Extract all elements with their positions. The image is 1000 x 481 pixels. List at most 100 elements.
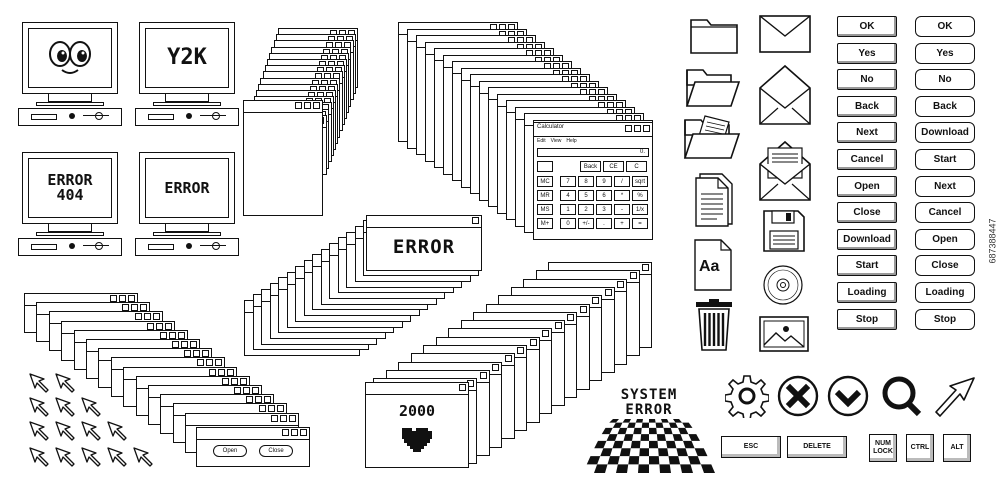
- calculator-key[interactable]: +/-: [578, 218, 594, 229]
- yes-button[interactable]: Yes: [837, 42, 897, 64]
- cursor-arrow-icon: [29, 373, 49, 393]
- close-icon[interactable]: [300, 429, 307, 436]
- checker-tile: [607, 456, 620, 465]
- mail-closed-icon: [759, 15, 811, 53]
- open-button[interactable]: Open: [213, 445, 247, 457]
- start-button[interactable]: Start: [837, 255, 897, 277]
- checker-tile: [627, 422, 636, 428]
- cancel-button[interactable]: Cancel: [915, 202, 975, 224]
- error-window: ERROR: [366, 215, 482, 271]
- checker-tile: [680, 464, 693, 473]
- calculator-key[interactable]: MC: [537, 176, 553, 187]
- checker-tile: [609, 419, 619, 423]
- download-button[interactable]: Download: [837, 228, 897, 250]
- loading-button[interactable]: Loading: [915, 282, 975, 303]
- stop-button[interactable]: Stop: [915, 308, 975, 330]
- calculator-key[interactable]: -: [614, 204, 630, 215]
- monitor-screen-text: ERROR 404: [47, 171, 93, 204]
- checker-tile: [635, 419, 643, 423]
- cancel-button[interactable]: Cancel: [837, 149, 897, 170]
- calculator-menu-item[interactable]: View: [550, 138, 562, 144]
- calculator-key[interactable]: CE: [603, 161, 624, 172]
- open-button[interactable]: Open: [837, 175, 897, 197]
- close-button[interactable]: Close: [837, 202, 897, 224]
- calculator-key[interactable]: MS: [537, 204, 553, 215]
- calculator-key[interactable]: Back: [580, 161, 601, 172]
- calculator-key[interactable]: 4: [560, 190, 576, 201]
- checker-tile: [678, 427, 689, 435]
- cursor-arrow-icon: [55, 421, 75, 441]
- calculator-key[interactable]: 1: [560, 204, 576, 215]
- cursor-arrow-icon: [81, 397, 101, 417]
- checker-tile: [700, 464, 715, 473]
- trash-icon: [696, 299, 732, 351]
- image-picture-icon: [759, 316, 809, 352]
- cursor-arrow-icon: [55, 397, 75, 417]
- no-button[interactable]: No: [837, 69, 897, 91]
- back-button[interactable]: Back: [915, 95, 975, 117]
- close-icon[interactable]: [459, 384, 466, 391]
- ok-button[interactable]: OK: [837, 16, 897, 37]
- yes-button[interactable]: Yes: [915, 42, 975, 64]
- close-button[interactable]: Close: [915, 255, 975, 277]
- error-window-text: ERROR: [392, 236, 456, 258]
- next-button[interactable]: Next: [915, 175, 975, 197]
- calculator-key[interactable]: 5: [578, 190, 594, 201]
- calculator-key[interactable]: .: [596, 218, 612, 229]
- loading-button[interactable]: Loading: [837, 282, 897, 303]
- open-button[interactable]: Open: [915, 228, 975, 250]
- calculator-key[interactable]: 2: [578, 204, 594, 215]
- checker-tile: [694, 448, 708, 457]
- checker-tile: [672, 434, 683, 441]
- cursor-arrow-icon: [133, 447, 153, 467]
- calculator-key[interactable]: *: [614, 190, 630, 201]
- year-2000-text: 2000: [398, 402, 436, 420]
- search-magnifier-icon[interactable]: [880, 374, 924, 420]
- checker-tile: [617, 427, 628, 435]
- download-button[interactable]: Download: [915, 122, 975, 144]
- next-button[interactable]: Next: [837, 122, 897, 144]
- ok-button[interactable]: OK: [915, 16, 975, 37]
- delete-key[interactable]: DELETE: [787, 436, 847, 458]
- ctrl-key[interactable]: CTRL: [906, 434, 934, 462]
- calculator-key[interactable]: 1/x: [632, 204, 648, 215]
- calculator-key[interactable]: +: [614, 218, 630, 229]
- calculator-menu-item[interactable]: Help: [566, 138, 577, 144]
- back-button[interactable]: Back: [837, 95, 897, 117]
- esc-key[interactable]: ESC: [721, 436, 781, 458]
- checker-tile: [688, 434, 700, 441]
- stop-button[interactable]: Stop: [837, 308, 897, 330]
- mouse-cursor-icon: [935, 377, 975, 417]
- no-button[interactable]: No: [915, 69, 975, 91]
- close-button[interactable]: Close: [259, 445, 293, 457]
- calculator-key[interactable]: [537, 161, 553, 172]
- alt-key[interactable]: ALT: [943, 434, 971, 462]
- checker-tile: [594, 464, 608, 473]
- settings-gear-icon[interactable]: [725, 374, 769, 418]
- close-icon[interactable]: [472, 217, 479, 224]
- close-x-circle-icon[interactable]: [777, 375, 819, 417]
- calculator-key[interactable]: 7: [560, 176, 576, 187]
- numlock-key[interactable]: NUM LOCK: [869, 434, 897, 462]
- calculator-key[interactable]: 0: [560, 218, 576, 229]
- calculator-key[interactable]: M+: [537, 218, 553, 229]
- checker-tile: [649, 419, 656, 423]
- retro-computer-icon: ERROR: [135, 152, 241, 267]
- calculator-key[interactable]: 6: [596, 190, 612, 201]
- calculator-key[interactable]: MR: [537, 190, 553, 201]
- calculator-key[interactable]: C: [626, 161, 647, 172]
- calculator-menu-item[interactable]: Edit: [537, 138, 546, 144]
- cursor-arrow-icon: [55, 373, 75, 393]
- calculator-key[interactable]: %: [632, 190, 648, 201]
- close-icon[interactable]: [643, 125, 650, 132]
- calculator-key[interactable]: sqrt: [632, 176, 648, 187]
- start-button[interactable]: Start: [915, 149, 975, 170]
- calculator-key[interactable]: /: [614, 176, 630, 187]
- checker-tile: [630, 440, 641, 449]
- calculator-key[interactable]: =: [632, 218, 648, 229]
- checker-tile: [663, 427, 673, 435]
- check-circle-icon[interactable]: [827, 375, 869, 417]
- calculator-key[interactable]: 8: [578, 176, 594, 187]
- calculator-key[interactable]: 9: [596, 176, 612, 187]
- calculator-key[interactable]: 3: [596, 204, 612, 215]
